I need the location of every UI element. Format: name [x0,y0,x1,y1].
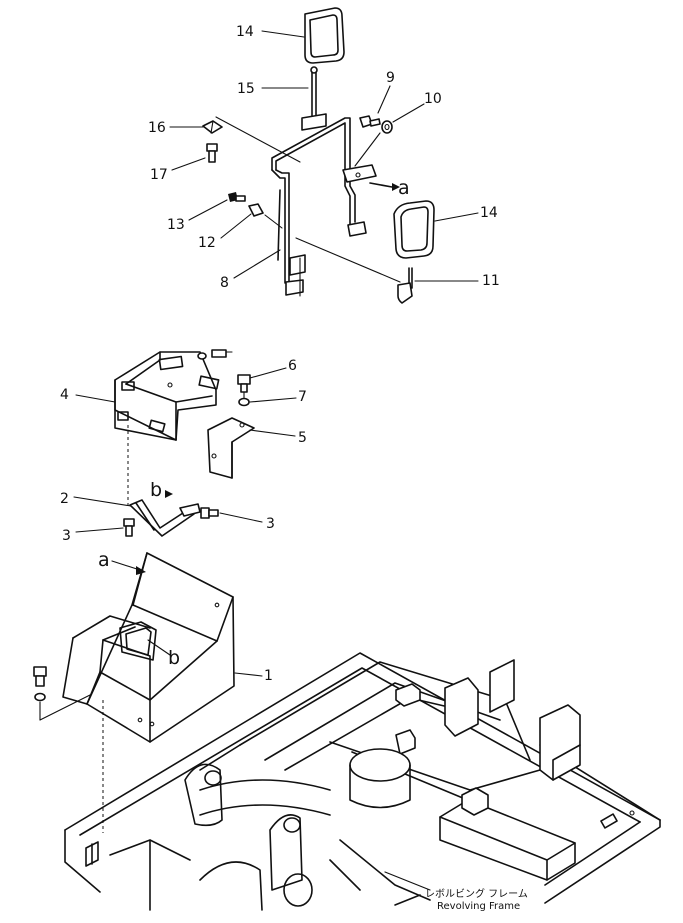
clip-12 [248,203,264,217]
callout-13: 13 [167,217,185,233]
clip-16 [202,120,223,134]
top-callouts: 14 15 9 10 16 17 13 12 8 14 11 a [148,24,500,291]
stay-frame [271,117,377,297]
bolt-13 [228,192,246,202]
callout-16: 16 [148,120,166,136]
callout-12: 12 [198,235,216,251]
bracket-2 [129,499,201,537]
caption-english: Revolving Frame [437,901,520,912]
box-bolt [33,666,91,721]
callout-14-lower: 14 [480,205,498,221]
lower-callouts: a b 1 レボルビング フレーム Revolving Frame [98,549,528,912]
callout-2: 2 [60,491,69,507]
bracket-5 [207,417,255,479]
callout-5: 5 [298,430,307,446]
washer-10 [381,120,393,134]
callout-8: 8 [220,275,229,291]
callout-4: 4 [60,387,69,403]
callout-6: 6 [288,358,297,374]
bolt-17 [206,143,218,163]
ref-a-top: a [398,177,410,199]
mirror-stay-assembly [202,7,435,304]
caption-japanese: レボルビング フレーム [425,887,528,900]
cover-bolt [197,349,227,360]
ref-b-low: b [168,647,180,669]
bolt-9 [359,115,381,128]
revolving-frame [64,652,661,911]
bolt-6 [237,374,251,393]
box-1 [62,552,235,743]
callout-15: 15 [237,81,255,97]
callout-10: 10 [424,91,442,107]
callout-17: 17 [150,167,168,183]
cover-4 [114,351,220,441]
callout-3-right: 3 [266,516,275,532]
bolt-3-left [123,518,135,537]
ref-a-low: a [98,549,110,571]
mid-callouts: 6 4 7 5 2 3 3 b [60,358,307,544]
callout-7: 7 [298,389,307,405]
bolt-3-right [200,507,219,519]
washer-7 [238,397,250,407]
mirror-lower [393,200,435,259]
cover-assembly [114,349,255,537]
mirror-rod-upper [301,66,327,131]
callout-9: 9 [386,70,395,86]
callout-14-upper: 14 [236,24,254,40]
callout-1: 1 [264,668,273,684]
callout-11: 11 [482,273,500,289]
mirror-rod-lower [397,267,413,304]
ref-b-mid: b [150,479,162,501]
callout-3-left: 3 [62,528,71,544]
mirror-upper [304,7,345,64]
